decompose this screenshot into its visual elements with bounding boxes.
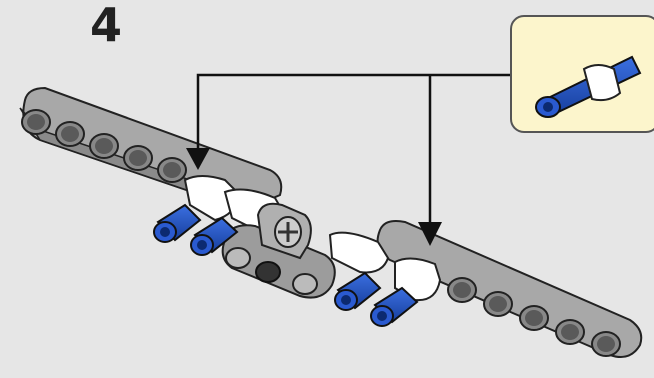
parts-callout — [510, 15, 654, 133]
blue-pin-2 — [190, 216, 239, 256]
blue-pin-1 — [153, 203, 202, 243]
callout-white-bush — [582, 64, 622, 102]
center-beam — [221, 224, 336, 299]
white-bushes-right — [328, 231, 442, 302]
arrow-heads — [186, 148, 442, 246]
blue-pin-4 — [370, 286, 419, 327]
callout-pin-bush-icon — [535, 55, 642, 118]
axle-connector — [256, 202, 312, 260]
long-beam-right — [376, 220, 643, 358]
blue-pin-3 — [334, 271, 382, 311]
step-number: 4 — [90, 0, 123, 52]
callout-arrows — [196, 73, 510, 225]
